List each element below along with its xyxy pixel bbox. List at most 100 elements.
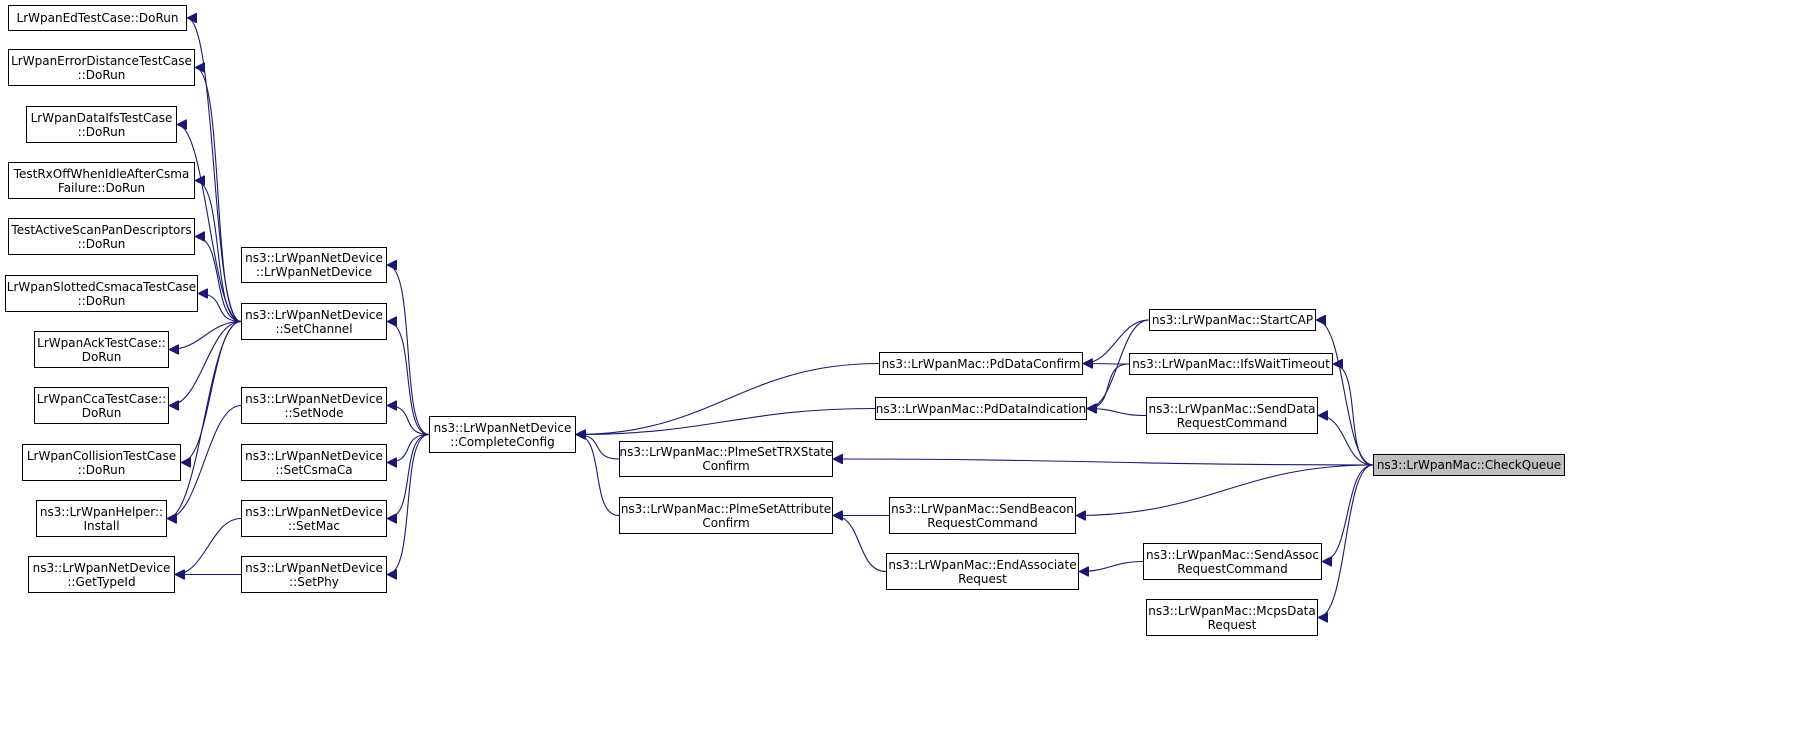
node-label-line: ns3::LrWpanMac::SendData — [1148, 401, 1316, 416]
node-label-line: LrWpanCollisionTestCase — [26, 448, 177, 463]
call-edge — [833, 516, 887, 573]
node-label-line: ns3::LrWpanMac::StartCAP — [1151, 313, 1314, 327]
node-label-line: ::SetMac — [287, 518, 341, 533]
node-label-line: ns3::LrWpanMac::IfsWaitTimeout — [1132, 357, 1330, 371]
node-label-line: Request — [958, 571, 1007, 586]
node-netdevice-setnode[interactable]: ns3::LrWpanNetDevice::SetNode — [241, 387, 387, 424]
node-label-line: DoRun — [81, 349, 122, 364]
node-label-line: ::SetCsmaCa — [275, 462, 353, 477]
node-label-line: Install — [83, 518, 120, 533]
node-label-line: DoRun — [81, 405, 122, 420]
node-label-line: ns3::LrWpanNetDevice — [245, 448, 383, 463]
node-label-line: ns3::LrWpanNetDevice — [245, 560, 383, 575]
node-lrwpan-ed-testcase-dorun[interactable]: LrWpanEdTestCase::DoRun — [8, 5, 187, 31]
call-edge — [1321, 464, 1374, 562]
call-edge — [386, 433, 430, 519]
call-edge — [1083, 364, 1130, 365]
call-edge — [576, 362, 880, 435]
call-edge — [1087, 409, 1147, 417]
node-netdevice-setphy[interactable]: ns3::LrWpanNetDevice::SetPhy — [241, 556, 387, 593]
node-lrwpan-error-distance-testcase-dorun[interactable]: LrWpanErrorDistanceTestCase::DoRun — [8, 49, 195, 86]
node-label-line: ns3::LrWpanNetDevice — [433, 420, 572, 435]
call-edge — [1079, 560, 1144, 572]
node-netdevice-setmac[interactable]: ns3::LrWpanNetDevice::SetMac — [241, 500, 387, 537]
node-lrwpan-collision-testcase-dorun[interactable]: LrWpanCollisionTestCase::DoRun — [22, 444, 181, 481]
node-netdevice-gettypeid[interactable]: ns3::LrWpanNetDevice::GetTypeId — [28, 556, 175, 593]
node-label-line: ns3::LrWpanMac::PlmeSetTRXState — [619, 445, 833, 459]
call-edge — [386, 322, 430, 436]
call-edge — [387, 406, 430, 436]
call-edge — [194, 237, 242, 323]
call-edge — [176, 125, 242, 323]
node-label-line: ::CompleteConfig — [450, 434, 555, 449]
node-lrwpan-ack-testcase-dorun[interactable]: LrWpanAckTestCase::DoRun — [34, 331, 169, 368]
node-lrwpan-data-ifs-testcase-dorun[interactable]: LrWpanDataIfsTestCase::DoRun — [26, 106, 177, 143]
node-label-line: Confirm — [702, 459, 750, 473]
node-label-line: ::DoRun — [77, 462, 126, 477]
call-edge — [575, 435, 620, 517]
call-edge — [576, 435, 620, 460]
node-label-line: LrWpanSlottedCsmacaTestCase — [6, 279, 197, 294]
node-mac-pddataconfirm[interactable]: ns3::LrWpanMac::PdDataConfirm — [879, 352, 1083, 375]
node-label-line: LrWpanAckTestCase:: — [37, 335, 166, 350]
node-lrwpan-slotted-csmaca-dorun[interactable]: LrWpanSlottedCsmacaTestCase::DoRun — [5, 275, 198, 312]
node-mac-startcap[interactable]: ns3::LrWpanMac::StartCAP — [1149, 309, 1316, 331]
node-netdevice-setcsmaca[interactable]: ns3::LrWpanNetDevice::SetCsmaCa — [241, 444, 387, 481]
node-label-line: Confirm — [702, 515, 750, 530]
call-edge — [175, 517, 242, 575]
call-edge — [166, 404, 242, 519]
call-edge — [1315, 320, 1374, 466]
node-netdevice-constructor[interactable]: ns3::LrWpanNetDevice::LrWpanNetDevice — [241, 247, 387, 283]
node-label-line: ns3::LrWpanMac::CheckQueue — [1376, 458, 1562, 472]
node-label-line: ns3::LrWpanMac::SendBeacon — [891, 501, 1074, 516]
node-netdevice-completeconfig[interactable]: ns3::LrWpanNetDevice::CompleteConfig — [429, 416, 576, 453]
call-edge — [833, 459, 1374, 466]
call-edge — [1317, 464, 1374, 618]
node-test-active-scan-dorun[interactable]: TestActiveScanPanDescriptors::DoRun — [8, 218, 195, 255]
node-label-line: ::LrWpanNetDevice — [255, 265, 373, 279]
call-edge — [576, 407, 876, 435]
node-netdevice-setchannel[interactable]: ns3::LrWpanNetDevice::SetChannel — [241, 303, 387, 340]
call-edge — [1318, 416, 1374, 466]
node-label-line: LrWpanCcaTestCase:: — [36, 391, 167, 406]
node-label-line: RequestCommand — [1176, 415, 1288, 430]
node-label-line: ns3::LrWpanMac::EndAssociate — [888, 557, 1077, 572]
node-label-line: ns3::LrWpanMac::SendAssoc — [1146, 547, 1319, 562]
node-lrwpan-helper-install[interactable]: ns3::LrWpanHelper::Install — [36, 500, 167, 537]
node-label-line: RequestCommand — [1177, 561, 1288, 576]
node-label-line: ns3::LrWpanMac::PdDataIndication — [875, 401, 1087, 416]
node-label-line: ns3::LrWpanNetDevice — [245, 391, 383, 406]
node-label-line: ns3::LrWpanNetDevice — [245, 251, 383, 265]
call-edge — [1332, 364, 1374, 466]
call-edge — [169, 320, 242, 406]
node-mac-ifswaittimeout[interactable]: ns3::LrWpanMac::IfsWaitTimeout — [1129, 353, 1333, 375]
node-label-line: TestActiveScanPanDescriptors — [11, 222, 192, 237]
node-label-line: ::GetTypeId — [67, 574, 136, 589]
call-edge — [1087, 363, 1130, 409]
node-label-line: LrWpanEdTestCase::DoRun — [16, 11, 179, 25]
call-edge — [194, 68, 242, 323]
call-edge — [387, 433, 430, 463]
node-label-line: ::DoRun — [77, 236, 126, 251]
node-label-line: TestRxOffWhenIdleAfterCsma — [13, 166, 190, 181]
call-edge — [386, 433, 430, 575]
node-label-line: ::DoRun — [77, 124, 126, 139]
node-label-line: ::DoRun — [77, 293, 126, 308]
node-label-line: Request — [1207, 617, 1257, 632]
call-edge — [169, 320, 242, 350]
node-label-line: ::SetChannel — [275, 321, 353, 336]
node-mac-checkqueue-focus: ns3::LrWpanMac::CheckQueue — [1373, 454, 1565, 476]
call-edge — [386, 265, 430, 436]
node-lrwpan-cca-testcase-dorun[interactable]: LrWpanCcaTestCase::DoRun — [34, 387, 169, 424]
node-mac-pddataindication[interactable]: ns3::LrWpanMac::PdDataIndication — [875, 397, 1087, 420]
node-label-line: LrWpanDataIfsTestCase — [30, 110, 173, 125]
